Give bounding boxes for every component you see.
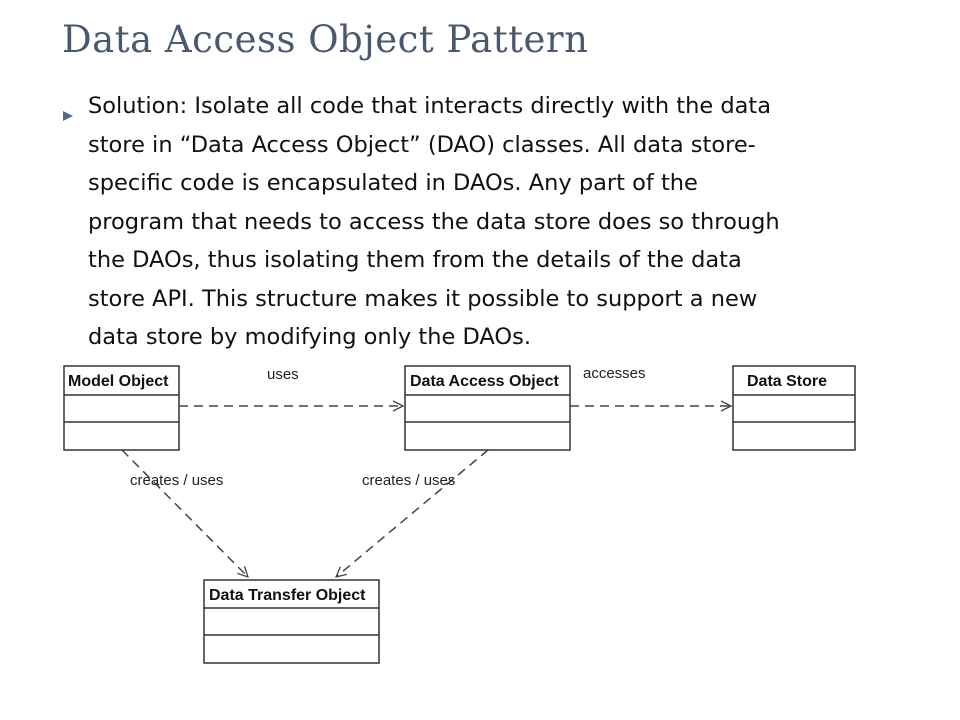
accesses-label: accesses	[583, 365, 646, 382]
data-transfer-object-label: Data Transfer Object	[209, 587, 366, 604]
model-object-label: Model Object	[68, 373, 169, 390]
uses-label: uses	[267, 366, 299, 383]
bullet-line: the DAOs, thus isolating them from the d…	[88, 247, 742, 273]
data-store-class: Data Store	[732, 365, 856, 451]
slide-title: Data Access Object Pattern	[62, 18, 589, 61]
bullet-line: data store by modifying only the DAOs.	[88, 324, 531, 350]
data-store-label: Data Store	[747, 373, 827, 390]
bullet-line: store API. This structure makes it possi…	[88, 285, 758, 312]
data-transfer-object-class: Data Transfer Object	[203, 579, 380, 664]
data-access-object-class: Data Access Object	[404, 365, 571, 451]
triangle-bullet-icon	[63, 111, 73, 121]
bullet-line: Solution: Isolate all code that interact…	[88, 93, 772, 119]
bullet-line: specific code is encapsulated in DAOs. A…	[88, 170, 698, 196]
model-creates-uses-label: creates / uses	[130, 472, 223, 489]
bullet-line: program that needs to access the data st…	[88, 208, 780, 235]
bullet-text: Solution: Isolate all code that interact…	[88, 87, 898, 357]
dao-creates-uses-arrow	[336, 449, 489, 577]
model-object-class: Model Object	[63, 365, 180, 451]
dao-creates-uses-label: creates / uses	[362, 472, 455, 489]
data-access-object-label: Data Access Object	[410, 373, 559, 390]
model-creates-uses-arrow	[121, 449, 248, 577]
bullet-line: store in “Data Access Object” (DAO) clas…	[88, 131, 756, 158]
